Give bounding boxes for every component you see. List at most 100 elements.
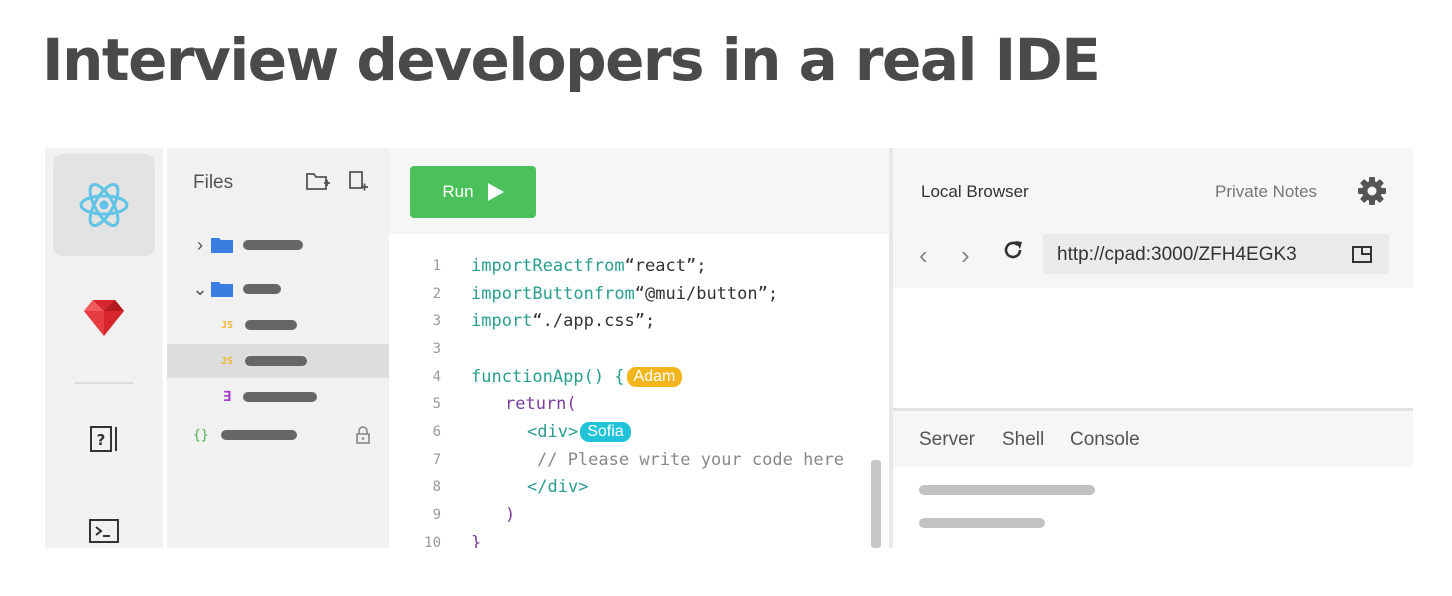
back-button[interactable]: ‹: [919, 240, 928, 270]
line-number: 8: [432, 479, 441, 496]
code-token: from: [593, 283, 635, 304]
file-name-placeholder: [220, 430, 297, 440]
react-env-button[interactable]: [53, 154, 155, 256]
tab-server[interactable]: Server: [919, 429, 975, 450]
code-line: 9 ): [389, 501, 889, 529]
pane-divider[interactable]: [889, 148, 893, 548]
file-explorer: Files › ⌄ JS: [167, 148, 389, 548]
code-token: import: [471, 311, 533, 332]
chevron-down-icon: ⌄: [192, 278, 208, 299]
code-line: 7 // Please write your code here: [389, 446, 889, 474]
code-token: return: [505, 394, 567, 415]
line-number: 6: [432, 423, 441, 440]
ide-window: ? Files ›: [45, 148, 1413, 548]
file-name-placeholder: [245, 356, 308, 366]
code-token: (: [566, 394, 577, 415]
tree-folder-expanded[interactable]: ⌄: [167, 272, 389, 306]
new-file-icon[interactable]: [347, 170, 369, 192]
react-icon: [79, 183, 129, 227]
code-line: 1 import React from “react”;: [389, 252, 889, 280]
line-number: 2: [432, 285, 441, 302]
gear-icon[interactable]: [1357, 176, 1387, 206]
code-token: }: [471, 532, 482, 548]
run-button[interactable]: Run: [410, 166, 536, 218]
tree-file-js-selected[interactable]: JS: [167, 344, 389, 378]
code-comment: // Please write your code here: [537, 449, 845, 470]
line-number: 5: [432, 396, 441, 413]
code-token: “./app.css”;: [532, 311, 656, 332]
tree-file-css[interactable]: ∃: [167, 380, 389, 414]
chevron-right-icon: ›: [197, 234, 203, 255]
svg-text:?: ?: [97, 431, 106, 449]
code-line: 3: [389, 335, 889, 363]
editor-toolbar: Run: [389, 148, 889, 234]
code-line: 8 </div>: [389, 474, 889, 502]
line-number: 3: [432, 340, 441, 357]
new-folder-icon[interactable]: [305, 170, 331, 192]
file-name-placeholder: [243, 240, 303, 250]
page-headline: Interview developers in a real IDE: [42, 26, 1101, 94]
files-title: Files: [193, 172, 234, 193]
code-token: </div>: [527, 477, 589, 498]
code-line: 10 }: [389, 529, 889, 548]
line-number: 9: [432, 507, 441, 524]
code-line: 4 function App() { Adam: [389, 363, 889, 391]
browser-header: Local Browser Private Notes ‹ › http://: [893, 148, 1413, 288]
folder-icon: [211, 282, 233, 297]
activity-divider: [75, 382, 133, 384]
line-number: 1: [432, 257, 441, 274]
file-name-placeholder: [243, 284, 281, 294]
json-file-icon: {}: [193, 427, 209, 443]
ruby-icon: [84, 300, 124, 336]
code-line: 2 import Button from “@mui/button”;: [389, 280, 889, 308]
url-bar[interactable]: http://cpad:3000/ZFH4EGK3: [1043, 234, 1389, 274]
code-token: React: [532, 255, 584, 276]
private-notes-tab[interactable]: Private Notes: [1215, 182, 1318, 201]
code-token: import: [471, 283, 533, 304]
line-number: 4: [432, 368, 441, 385]
collaborator-cursor-sofia: Sofia: [580, 421, 631, 442]
code-token: <div>: [527, 421, 579, 442]
files-actions: [305, 170, 369, 192]
output-line-placeholder: [919, 485, 1095, 495]
activity-bar: ?: [45, 148, 163, 548]
code-line: 3 import “./app.css”;: [389, 307, 889, 335]
tab-console[interactable]: Console: [1070, 429, 1140, 450]
terminal-tabs: Server Shell Console: [893, 411, 1413, 467]
help-icon: ?: [90, 426, 117, 452]
terminal-icon: [89, 519, 119, 543]
horizontal-divider[interactable]: [893, 408, 1413, 411]
code-area[interactable]: 1 import React from “react”; 2 import Bu…: [389, 252, 889, 548]
code-line: 6 <div> Sofia: [389, 418, 889, 446]
file-name-placeholder: [243, 392, 318, 402]
preview-pane: Local Browser Private Notes ‹ › http://: [893, 148, 1413, 548]
tree-file-json[interactable]: {}: [167, 418, 389, 452]
code-token: ): [505, 505, 516, 526]
forward-button[interactable]: ›: [961, 240, 970, 270]
tree-file-js[interactable]: JS: [167, 308, 389, 342]
play-icon: [487, 183, 504, 201]
css-file-icon: ∃: [223, 389, 232, 405]
code-token: from: [583, 255, 625, 276]
code-editor: Run 1 import React from “react”; 2 impor…: [389, 148, 889, 548]
line-number: 3: [432, 313, 441, 330]
line-number: 10: [424, 534, 441, 548]
run-label: Run: [442, 182, 474, 201]
file-name-placeholder: [245, 320, 298, 330]
help-button[interactable]: ?: [53, 408, 155, 470]
js-file-icon: JS: [221, 355, 234, 367]
tree-folder-collapsed[interactable]: ›: [167, 228, 389, 262]
code-token: “react”;: [624, 255, 707, 276]
terminal-button[interactable]: [53, 500, 155, 548]
url-text: http://cpad:3000/ZFH4EGK3: [1057, 244, 1297, 265]
tab-shell[interactable]: Shell: [1002, 429, 1045, 450]
reload-icon[interactable]: [1001, 238, 1025, 262]
folder-icon: [211, 238, 233, 253]
open-new-window-icon[interactable]: [1351, 243, 1375, 265]
editor-scrollbar[interactable]: [871, 460, 881, 548]
browser-viewport[interactable]: [893, 288, 1413, 408]
line-number: 7: [432, 451, 441, 468]
ruby-env-button[interactable]: [53, 278, 155, 358]
code-token: import: [471, 255, 533, 276]
browser-tab-title[interactable]: Local Browser: [921, 182, 1029, 201]
